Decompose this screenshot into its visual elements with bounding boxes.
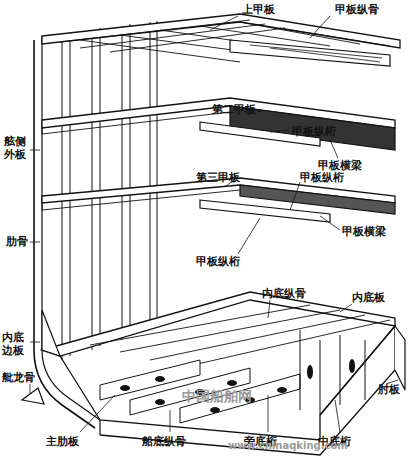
part-label: 肘板 [378, 384, 400, 397]
part-label: 内底 边板 [2, 332, 27, 357]
deck-label: 第二甲板 [212, 104, 256, 117]
watermark: 中国船舶网 [182, 388, 252, 404]
part-label: 甲板横梁 [318, 160, 362, 173]
part-label: 甲板纵桁 [196, 256, 240, 269]
deck-label: 第三甲板 [196, 172, 240, 185]
part-label: 内底纵骨 [262, 288, 306, 301]
part-label: 肋骨 [6, 236, 28, 249]
watermark: www.chinaqking.com [228, 440, 348, 452]
part-label: 舭龙骨 [2, 372, 35, 385]
part-label: 甲板纵骨 [335, 4, 379, 17]
part-label: 甲板横梁 [342, 226, 386, 239]
deck-label: 上甲板 [242, 4, 275, 17]
part-label: 甲板纵桁 [300, 172, 344, 185]
part-label: 主肋板 [46, 436, 79, 449]
part-label: 甲板纵桁 [292, 126, 336, 139]
part-label: 内底板 [352, 292, 385, 305]
part-label: 船底纵骨 [142, 436, 186, 449]
part-label: 舷侧 外板 [4, 136, 29, 161]
